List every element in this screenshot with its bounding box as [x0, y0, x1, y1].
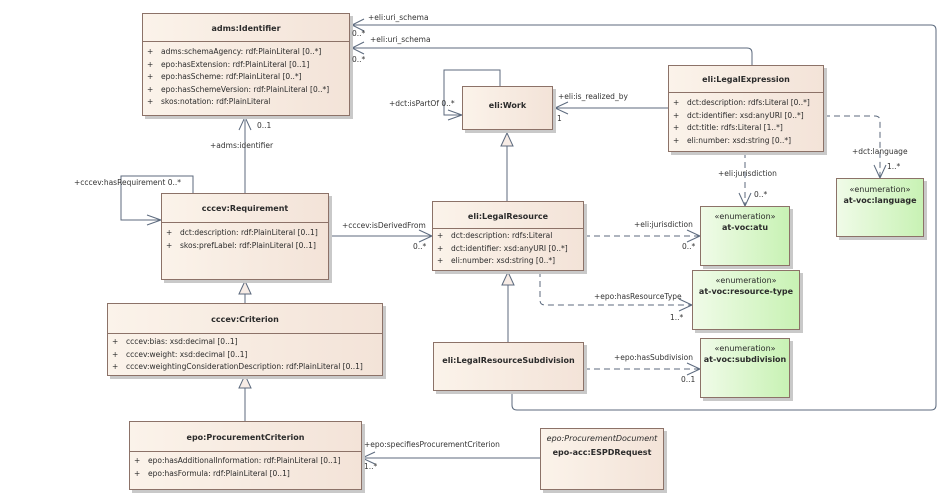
- enum-stereotype: «enumeration»: [714, 344, 776, 353]
- assoc-specifies-arrow: [360, 451, 376, 465]
- attribute: +epo:hasExtension: rdf:PlainLiteral [0..…: [147, 59, 310, 69]
- class-title: cccev:Requirement: [201, 204, 289, 213]
- assoc-is-realized-by-arrow: [553, 101, 569, 115]
- class-eli-legal-expression[interactable]: eli:LegalExpression +dct:description: rd…: [668, 65, 824, 152]
- gen-subdivision-legalresource-arrow: [501, 270, 515, 286]
- attribute: +epo:hasScheme: rdf:PlainLiteral [0..*]: [147, 72, 302, 81]
- role-label: +adms:identifier: [210, 141, 274, 150]
- attribute: +epo:hasSchemeVersion: rdf:PlainLiteral …: [147, 84, 330, 94]
- role-label: +eli:uri_schema: [368, 13, 429, 22]
- assoc-language-line: [824, 115, 881, 178]
- class-title: eli:LegalResourceSubdivision: [442, 356, 575, 365]
- multiplicity-label: 1..*: [670, 313, 684, 322]
- enum-stereotype: «enumeration»: [849, 185, 911, 194]
- multiplicity-label: 0..*: [682, 242, 696, 251]
- attribute: +skos:prefLabel: rdf:PlainLiteral [0..1]: [166, 240, 316, 250]
- class-title: adms:Identifier: [211, 24, 281, 33]
- attribute: +dct:title: rdfs:Literal [1..*]: [673, 123, 783, 132]
- multiplicity-label: 0..*: [413, 242, 427, 251]
- attribute: +cccev:weightingConsiderationDescription…: [112, 362, 363, 371]
- attribute: +cccev:weight: xsd:decimal [0..1]: [112, 349, 248, 359]
- attribute-list: +dct:description: rdf:PlainLiteral [0..1…: [162, 222, 328, 283]
- role-label: +epo:hasResourceType: [594, 292, 682, 301]
- attribute: +epo:hasFormula: rdf:PlainLiteral [0..1]: [134, 468, 290, 478]
- enum-title: at-voc:subdivision: [703, 355, 787, 364]
- attribute: +dct:description: rdf:PlainLiteral [0..1…: [166, 228, 318, 237]
- assoc-has-requirement-line: [120, 175, 194, 221]
- attribute: +skos:notation: rdf:PlainLiteral: [147, 97, 271, 106]
- enum-title: at-voc:language: [843, 196, 917, 205]
- assoc-resource-type-line: [539, 271, 692, 306]
- class-title: epo:ProcurementCriterion: [186, 433, 305, 442]
- class-eli-legal-resource-subdivision[interactable]: eli:LegalResourceSubdivision: [433, 342, 584, 391]
- assoc-is-part-of-line: [443, 69, 501, 116]
- enum-title: at-voc:atu: [721, 223, 769, 232]
- gen-criterion-requirement-arrow: [238, 279, 252, 295]
- assoc-uri-schema-2-line: [352, 47, 753, 65]
- attribute: +adms:schemaAgency: rdf:PlainLiteral [0.…: [147, 47, 322, 56]
- attribute: +dct:identifier: xsd:anyURI [0..*]: [437, 243, 568, 253]
- role-label: +eli:jurisdiction: [634, 220, 693, 229]
- role-label: +eli:jurisdiction: [718, 169, 777, 178]
- assoc-adms-identifier-arrow: [238, 115, 252, 131]
- attribute-list: +adms:schemaAgency: rdf:PlainLiteral [0.…: [143, 41, 349, 116]
- enum-at-voc-resource-type[interactable]: «enumeration» at-voc:resource-type: [692, 270, 800, 330]
- role-label: +cccev:hasRequirement 0..*: [74, 178, 181, 187]
- role-label: +eli:is_realized_by: [558, 92, 628, 101]
- role-label: +eli:uri_schema: [370, 35, 431, 44]
- class-title: epo-acc:ESPDRequest: [552, 448, 652, 457]
- role-label: +cccev:isDerivedFrom: [342, 221, 426, 230]
- assoc-uri-schema-1-line: [352, 24, 937, 411]
- enum-stereotype: «enumeration»: [715, 276, 777, 285]
- attribute: +eli:number: xsd:string [0..*]: [673, 135, 792, 145]
- enum-stereotype: «enumeration»: [714, 212, 776, 221]
- attribute: +dct:identifier: xsd:anyURI [0..*]: [673, 110, 804, 120]
- multiplicity-label: 0..*: [352, 55, 366, 64]
- attribute: +dct:description: rdfs:Literal: [437, 231, 553, 240]
- multiplicity-label: 1: [557, 114, 562, 123]
- multiplicity-label: 0..1: [257, 121, 272, 130]
- class-cccev-criterion[interactable]: cccev:Criterion +cccev:bias: xsd:decimal…: [107, 303, 383, 376]
- class-cccev-requirement[interactable]: cccev:Requirement +dct:description: rdf:…: [161, 193, 329, 280]
- enum-at-voc-atu[interactable]: «enumeration» at-voc:atu: [700, 206, 790, 266]
- role-label: +dct:isPartOf 0..*: [389, 99, 455, 108]
- multiplicity-label: 1..*: [364, 462, 378, 471]
- role-label: +epo:hasSubdivision: [614, 353, 694, 362]
- multiplicity-label: 0..*: [754, 190, 768, 199]
- role-label: +epo:specifiesProcurementCriterion: [364, 440, 500, 449]
- attribute-list: +dct:description: rdfs:Literal +dct:iden…: [433, 228, 583, 268]
- attribute: +dct:description: rdfs:Literal [0..*]: [673, 98, 810, 107]
- class-epo-procurement-criterion[interactable]: epo:ProcurementCriterion +epo:hasAdditio…: [129, 421, 362, 490]
- enum-title: at-voc:resource-type: [698, 287, 794, 296]
- multiplicity-label: 1..*: [887, 162, 901, 171]
- gen-legalresource-work-arrow: [500, 131, 514, 147]
- attribute: +epo:hasAdditionalInformation: rdf:Plain…: [134, 456, 341, 465]
- class-title: eli:LegalResource: [467, 212, 549, 221]
- attribute-list: +cccev:bias: xsd:decimal [0..1] +cccev:w…: [108, 333, 382, 374]
- role-label: +dct:language: [852, 147, 908, 156]
- class-eli-legal-resource[interactable]: eli:LegalResource +dct:description: rdfs…: [432, 201, 584, 271]
- class-epo-acc-espd-request[interactable]: epo:ProcurementDocument epo-acc:ESPDRequ…: [540, 428, 664, 490]
- attribute: +eli:number: xsd:string [0..*]: [437, 256, 556, 265]
- attribute-list: +epo:hasAdditionalInformation: rdf:Plain…: [130, 451, 361, 480]
- multiplicity-label: 0..1: [681, 375, 696, 384]
- gen-proccriterion-criterion-arrow: [238, 373, 252, 389]
- assoc-uri-schema-2-arrow: [350, 41, 365, 55]
- class-title: cccev:Criterion: [211, 315, 279, 324]
- attribute: +cccev:bias: xsd:decimal [0..1]: [112, 337, 238, 346]
- class-adms-identifier[interactable]: adms:Identifier +adms:schemaAgency: rdf:…: [142, 13, 350, 116]
- enum-at-voc-language[interactable]: «enumeration» at-voc:language: [836, 178, 924, 237]
- multiplicity-label: 0..*: [352, 29, 366, 38]
- attribute-list: +dct:description: rdfs:Literal [0..*] +d…: [669, 92, 823, 147]
- enum-at-voc-subdivision[interactable]: «enumeration» at-voc:subdivision: [700, 338, 790, 398]
- class-stereotype: epo:ProcurementDocument: [546, 434, 658, 443]
- class-eli-work[interactable]: eli:Work: [462, 86, 553, 130]
- assoc-uri-schema-1-arrow: [350, 18, 365, 32]
- class-title: eli:LegalExpression: [702, 75, 790, 84]
- class-title: eli:Work: [488, 101, 527, 110]
